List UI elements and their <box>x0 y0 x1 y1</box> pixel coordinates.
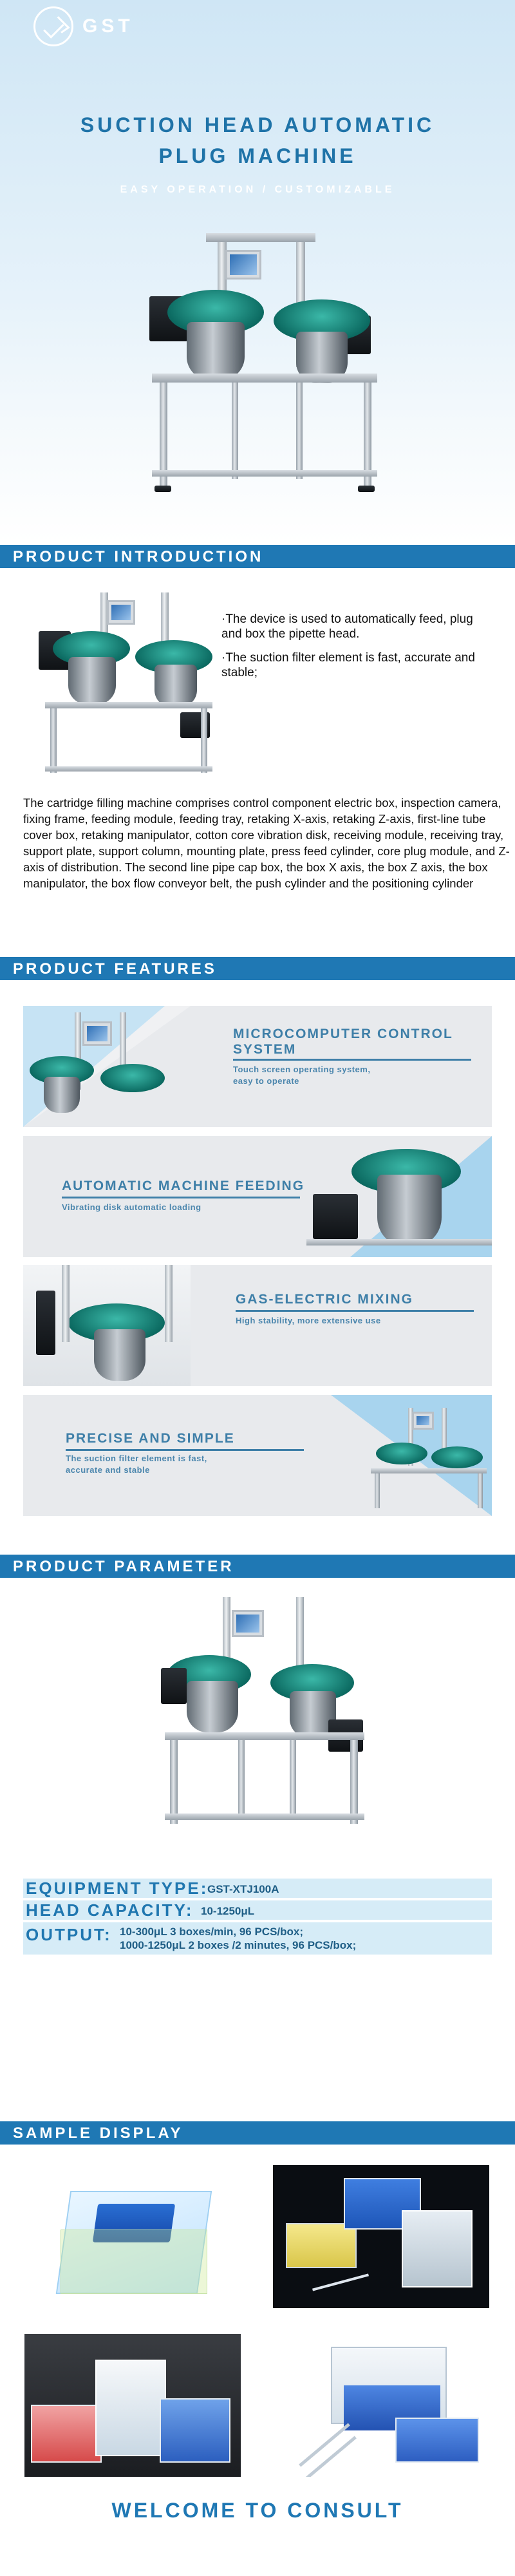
feature-image-control <box>30 1012 171 1122</box>
section-bar-samples: SAMPLE DISPLAY <box>0 2121 515 2145</box>
sample-image-tip-box-1 <box>24 2165 241 2308</box>
section-title-introduction: PRODUCT INTRODUCTION <box>13 548 264 565</box>
brand-logo[interactable]: GST <box>33 6 134 46</box>
feature-image-precise <box>371 1408 487 1511</box>
sample-image-tip-box-4 <box>273 2334 489 2477</box>
feature-divider <box>66 1449 304 1451</box>
section-title-features: PRODUCT FEATURES <box>13 960 217 978</box>
param-value-output: 10-300μL 3 boxes/min, 96 PCS/box; 1000-1… <box>120 1926 357 1951</box>
section-bar-introduction: PRODUCT INTRODUCTION <box>0 545 515 568</box>
gst-logo-icon <box>33 6 73 46</box>
feature-divider <box>236 1310 474 1312</box>
feature-title-feeding: AUTOMATIC MACHINE FEEDING <box>62 1179 305 1193</box>
intro-bullet-2: ·The suction filter element is fast, acc… <box>221 651 475 679</box>
param-row-head-capacity: HEAD CAPACITY: 10-1250μL <box>23 1900 492 1920</box>
feature-desc-microcomputer: Touch screen operating system, easy to o… <box>233 1065 371 1086</box>
hero-title: SUCTION HEAD AUTOMATIC PLUG MACHINE <box>0 109 515 171</box>
hero-banner: GST SUCTION HEAD AUTOMATIC PLUG MACHINE … <box>0 0 515 542</box>
section-title-samples: SAMPLE DISPLAY <box>13 2125 183 2142</box>
intro-machine-image <box>39 586 219 779</box>
section-bar-features: PRODUCT FEATURES <box>0 957 515 980</box>
feature-card-microcomputer: MICROCOMPUTER CONTROL SYSTEM Touch scree… <box>23 1006 492 1127</box>
intro-bullet-1: ·The device is used to automatically fee… <box>221 612 473 641</box>
feature-divider <box>62 1197 300 1198</box>
param-row-output: OUTPUT: 10-300μL 3 boxes/min, 96 PCS/box… <box>23 1922 492 1955</box>
feature-desc-precise: The suction filter element is fast, accu… <box>66 1454 207 1475</box>
param-label-equipment-type: EQUIPMENT TYPE: <box>26 1879 209 1898</box>
welcome-consult-text: WELCOME TO CONSULT <box>111 2499 404 2522</box>
hero-title-line2: PLUG MACHINE <box>158 144 357 167</box>
feature-image-feeding <box>306 1142 492 1255</box>
feature-title-microcomputer: MICROCOMPUTER CONTROL SYSTEM <box>233 1027 453 1057</box>
feature-card-gas-electric: GAS-ELECTRIC MIXING High stability, more… <box>23 1265 492 1386</box>
feature-desc-feeding: Vibrating disk automatic loading <box>62 1202 201 1212</box>
hero-subtitle: EASY OPERATION / CUSTOMIZABLE <box>120 184 395 195</box>
param-label-output: OUTPUT: <box>26 1925 112 1944</box>
feature-divider <box>233 1059 471 1061</box>
param-value-head-capacity: 10-1250μL <box>201 1905 255 1917</box>
feature-title-gas-electric: GAS-ELECTRIC MIXING <box>236 1292 414 1307</box>
feature-desc-gas-electric: High stability, more extensive use <box>236 1316 381 1325</box>
sample-image-tip-box-2 <box>273 2165 489 2308</box>
param-label-head-capacity: HEAD CAPACITY: <box>26 1900 194 1920</box>
param-value-equipment-type: GST-XTJ100A <box>207 1883 279 1895</box>
hero-machine-image <box>142 225 386 509</box>
section-bar-parameter: PRODUCT PARAMETER <box>0 1555 515 1578</box>
feature-title-precise: PRECISE AND SIMPLE <box>66 1431 235 1446</box>
feature-image-gas-electric <box>23 1265 191 1386</box>
feature-card-precise: PRECISE AND SIMPLE The suction filter el… <box>23 1395 492 1516</box>
sample-image-tip-box-3 <box>24 2334 241 2477</box>
intro-paragraph: The cartridge filling machine comprises … <box>23 796 510 890</box>
hero-title-line1: SUCTION HEAD AUTOMATIC <box>80 113 435 137</box>
brand-name: GST <box>82 15 134 37</box>
param-row-equipment-type: EQUIPMENT TYPE: GST-XTJ100A <box>23 1879 492 1898</box>
section-title-parameter: PRODUCT PARAMETER <box>13 1558 234 1575</box>
feature-card-feeding: AUTOMATIC MACHINE FEEDING Vibrating disk… <box>23 1136 492 1257</box>
parameter-machine-image <box>161 1597 373 1835</box>
